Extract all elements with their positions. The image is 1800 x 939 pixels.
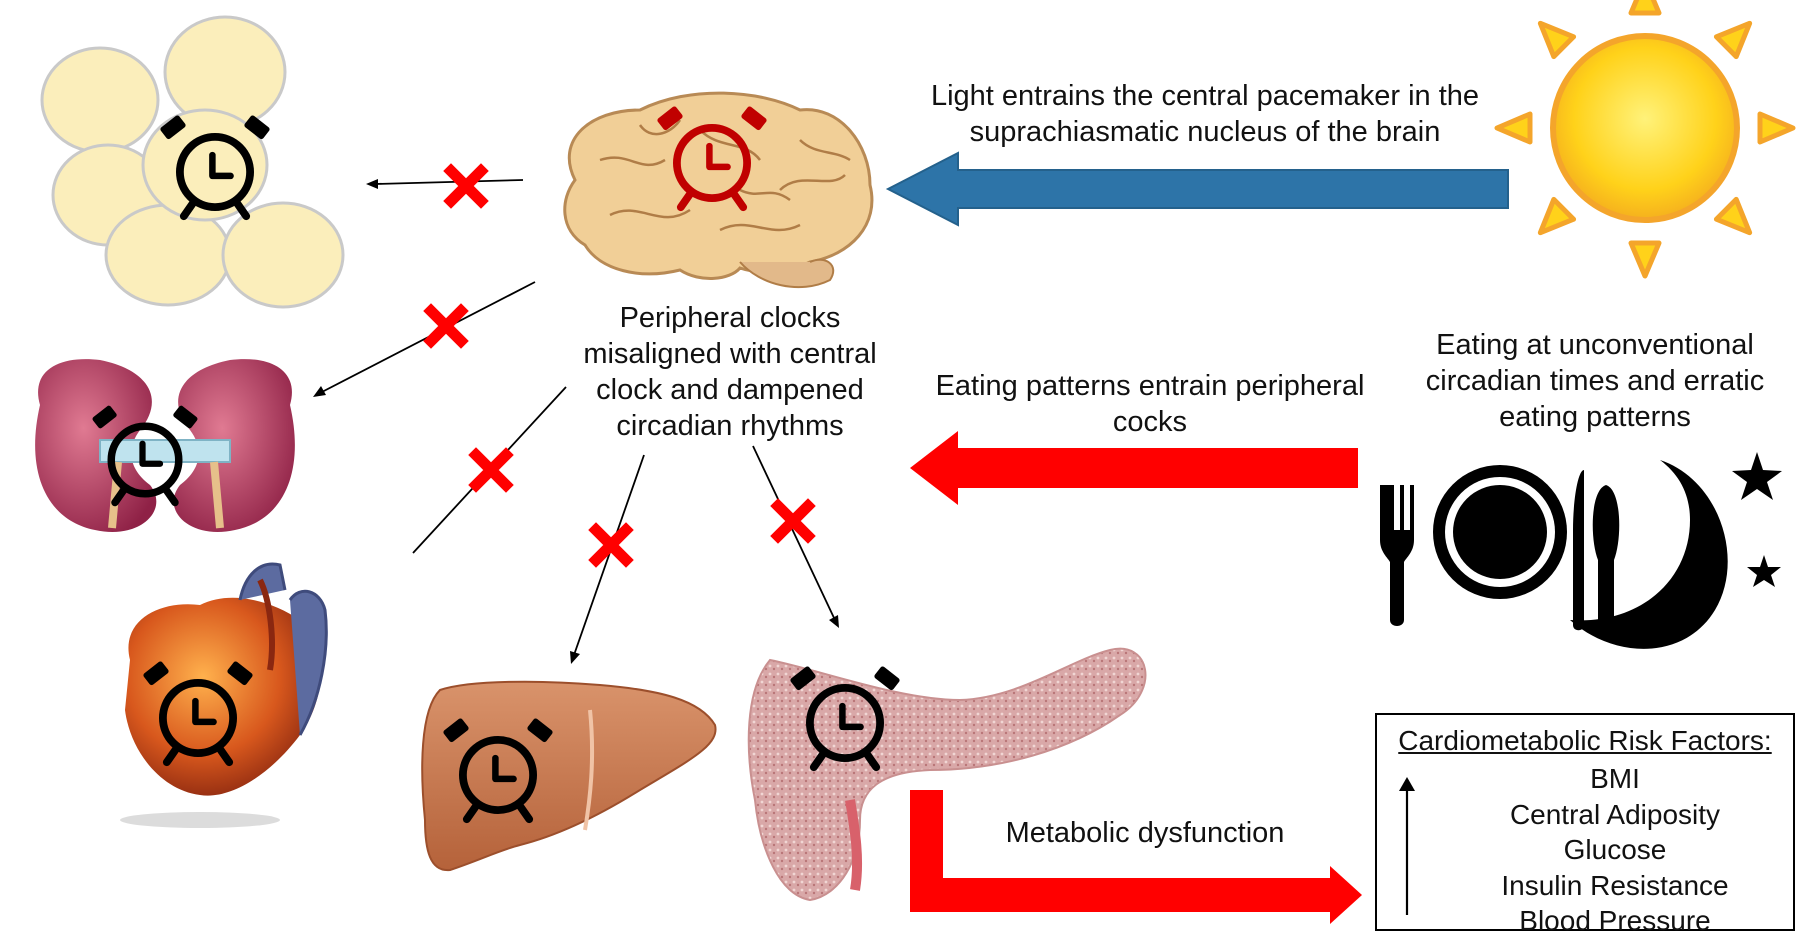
arrow-to-liver bbox=[570, 454, 645, 664]
sun-icon bbox=[1494, 0, 1796, 279]
metabolic-arrow bbox=[910, 790, 1362, 924]
red-x-icon bbox=[451, 171, 481, 201]
peripheral-label-line: Peripheral clocks bbox=[619, 302, 841, 334]
adipose-tissue-icon bbox=[40, 15, 345, 309]
light-label-line: suprachiasmatic nucleus of the brain bbox=[969, 116, 1441, 148]
red-x-icon bbox=[476, 455, 506, 485]
light-label: Light entrains the central pacemaker in … bbox=[900, 78, 1510, 150]
eating-times-line: Eating at unconventional bbox=[1436, 329, 1754, 361]
risk-factors-title: Cardiometabolic Risk Factors: bbox=[1398, 725, 1772, 756]
risk-item: Central Adiposity bbox=[1509, 798, 1721, 830]
eating-patterns-label: Eating patterns entrain peripheral cocks bbox=[915, 368, 1385, 440]
peripheral-label-line: clock and dampened bbox=[596, 374, 864, 406]
kidneys-icon bbox=[35, 359, 295, 532]
arrow-to-pancreas bbox=[752, 445, 839, 628]
arrow-to-adipose bbox=[366, 179, 524, 189]
eating-patterns-line: cocks bbox=[1112, 406, 1188, 438]
risk-factors-list: BMI Central Adiposity Glucose Insulin Re… bbox=[1437, 761, 1793, 939]
up-arrow-icon bbox=[1399, 777, 1415, 915]
liver-icon bbox=[421, 680, 717, 872]
risk-item: Insulin Resistance bbox=[1501, 869, 1729, 901]
eating-times-label: Eating at unconventional circadian times… bbox=[1410, 327, 1780, 435]
pancreas-icon bbox=[747, 647, 1147, 902]
eating-arrow bbox=[910, 431, 1358, 505]
red-x-icon bbox=[596, 530, 626, 560]
red-x-icon bbox=[431, 311, 461, 341]
peripheral-clocks-label: Peripheral clocks misaligned with centra… bbox=[560, 300, 900, 444]
risk-item: Blood Pressure bbox=[1519, 905, 1711, 936]
arrow-to-kidneys bbox=[313, 281, 536, 397]
risk-item: BMI bbox=[1590, 763, 1640, 794]
brain-icon bbox=[563, 91, 874, 289]
eating-times-line: eating patterns bbox=[1499, 401, 1691, 433]
metabolic-dysfunction-label: Metabolic dysfunction bbox=[1005, 817, 1285, 849]
risk-item: Glucose bbox=[1563, 834, 1667, 865]
peripheral-label-line: circadian rhythms bbox=[616, 410, 844, 442]
eating-patterns-line: Eating patterns entrain peripheral bbox=[935, 370, 1365, 402]
eating-times-line: circadian times and erratic bbox=[1425, 365, 1765, 397]
plate-cutlery-moon-icon bbox=[1380, 452, 1782, 649]
light-label-line: Light entrains the central pacemaker in … bbox=[930, 80, 1480, 112]
risk-factors-box: Cardiometabolic Risk Factors: BMI Centra… bbox=[1375, 713, 1795, 936]
light-arrow bbox=[885, 151, 1509, 227]
peripheral-label-line: misaligned with central bbox=[583, 338, 877, 370]
